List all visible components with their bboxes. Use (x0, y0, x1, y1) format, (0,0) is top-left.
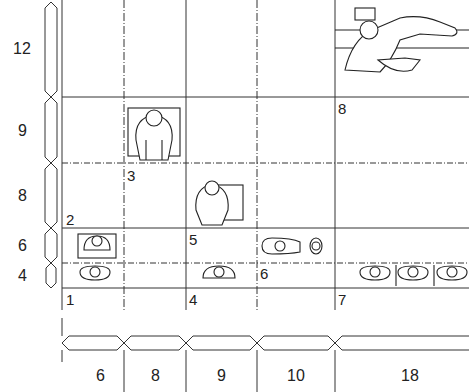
cell-number: 2 (66, 212, 74, 227)
column-dimension: 6 (96, 368, 105, 384)
cell-number: 6 (260, 266, 268, 281)
cell-number: 1 (66, 292, 74, 307)
cell-number: 8 (338, 101, 346, 116)
column-dimension: 18 (401, 368, 419, 384)
cell-number: 5 (189, 232, 197, 247)
row-dimension: 9 (18, 123, 27, 139)
cell-number: 7 (338, 292, 346, 307)
cell-number: 3 (127, 168, 135, 183)
row-dimension: 4 (18, 268, 27, 284)
column-dimension: 10 (287, 368, 305, 384)
row-dimension: 8 (18, 188, 27, 204)
column-dimension: 8 (151, 368, 160, 384)
row-dimension: 12 (13, 41, 31, 57)
column-dimension: 9 (217, 368, 226, 384)
cell-number: 4 (189, 292, 197, 307)
row-dimension: 6 (18, 238, 27, 254)
